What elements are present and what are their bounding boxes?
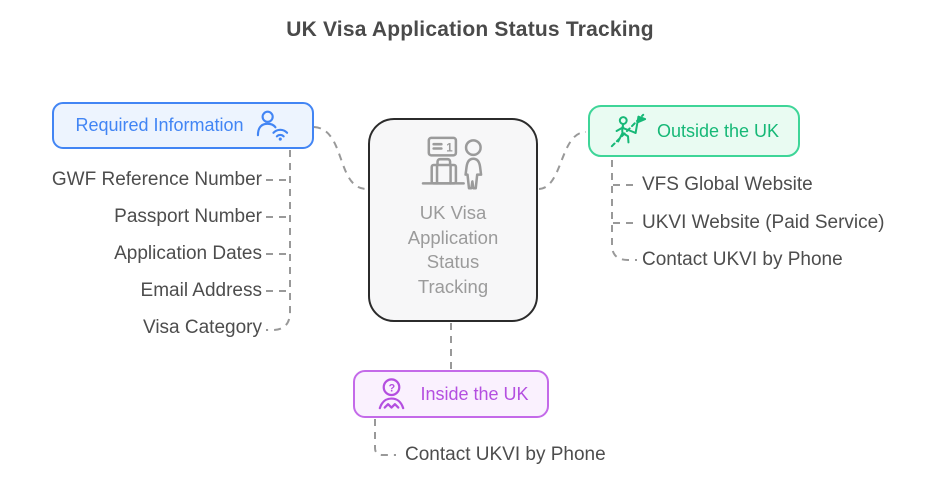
svg-text:1: 1 (446, 141, 453, 154)
outside-uk-item: VFS Global Website (642, 174, 813, 195)
connector-center-to-right (538, 131, 587, 190)
left-branch-rail (266, 150, 291, 331)
user-signal-icon (256, 110, 288, 141)
required-info-item: Visa Category (143, 317, 262, 338)
center-label-line-2: Application (407, 226, 499, 248)
inside-uk-item: Contact UKVI by Phone (405, 444, 606, 465)
outside-the-uk-label: Outside the UK (656, 120, 780, 141)
branch-node-outside-the-uk: Outside the UK (588, 105, 800, 157)
center-label-line-4: Tracking (417, 275, 489, 297)
required-info-item: Passport Number (114, 206, 262, 227)
required-info-item: GWF Reference Number (51, 169, 262, 190)
center-node: 1 UK Visa Application Status Tracking (368, 118, 538, 322)
person-question-icon: ? (379, 378, 405, 410)
immigration-counter-icon: 1 (421, 136, 483, 190)
bottom-branch-rail (374, 419, 396, 456)
center-label-line-1: UK Visa (419, 202, 487, 223)
traveler-flag-icon (610, 113, 647, 148)
branch-node-required-information: Required Information (52, 102, 314, 149)
outside-uk-item: Contact UKVI by Phone (642, 249, 843, 270)
svg-text:?: ? (389, 383, 396, 395)
outside-uk-item: UKVI Website (Paid Service) (642, 212, 885, 233)
inside-the-uk-label: Inside the UK (420, 383, 529, 404)
required-info-item: Application Dates (114, 243, 262, 264)
required-info-item: Email Address (140, 280, 262, 301)
center-node-label: UK Visa Application Status Tracking (408, 201, 499, 299)
required-information-label: Required Information (75, 115, 244, 135)
connector-left-to-center (313, 126, 368, 190)
center-label-line-3: Status (426, 251, 480, 272)
right-branch-rail (611, 160, 637, 261)
diagram-title: UK Visa Application Status Tracking (286, 18, 654, 41)
branch-node-inside-the-uk: ? Inside the UK (353, 370, 549, 418)
